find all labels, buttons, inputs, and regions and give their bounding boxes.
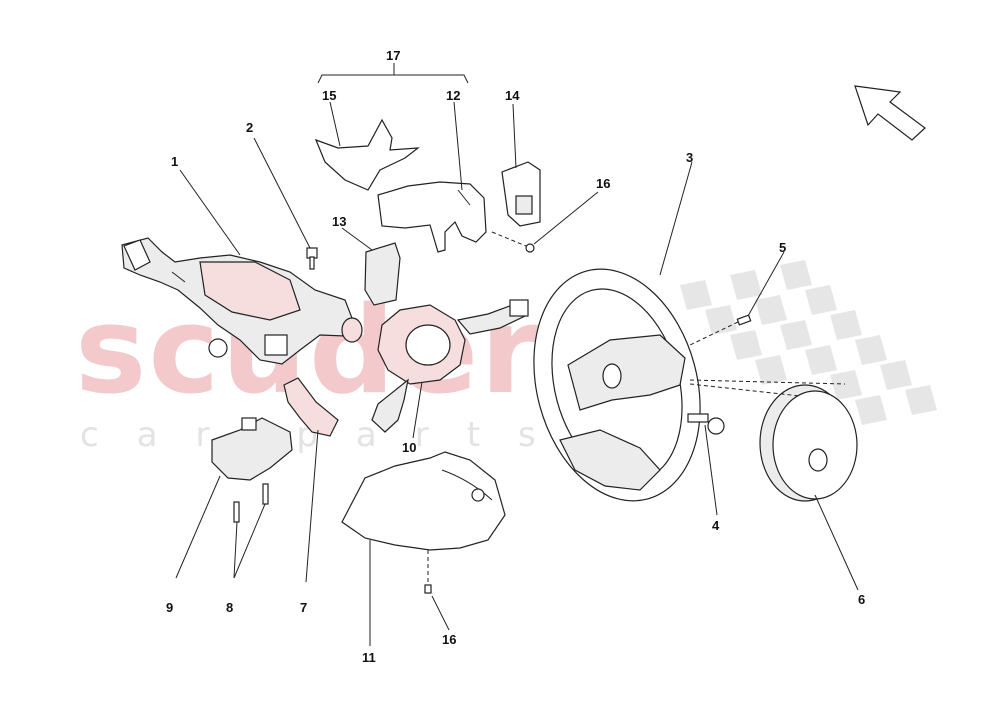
part-screw-16-upper: [525, 243, 535, 253]
part-bracket-7: [283, 377, 339, 437]
callout-1: 1: [171, 154, 178, 169]
callout-6: 6: [858, 592, 865, 607]
part-bolt-4: [687, 413, 725, 435]
callout-7: 7: [300, 600, 307, 615]
part-switch-assembly-10: [371, 299, 529, 433]
callout-8: 8: [226, 600, 233, 615]
part-column-cover-12: [377, 181, 487, 253]
part-trim-15: [314, 118, 420, 191]
part-airbag-6: [759, 384, 858, 502]
callout-14: 14: [505, 88, 520, 103]
assembly-lines: [491, 231, 846, 397]
callout-labels: 1 2 3 4 5 6 7 8 9 10 11 12 13 14 15 16 1…: [166, 48, 865, 665]
callout-16-lower: 16: [442, 632, 456, 647]
part-steering-wheel-3: [533, 268, 701, 502]
callout-9: 9: [166, 600, 173, 615]
part-bolt-2: [306, 247, 318, 270]
part-lower-cover-11: [341, 451, 506, 551]
part-screw-5: [736, 314, 752, 326]
callout-4: 4: [712, 518, 720, 533]
callout-15: 15: [322, 88, 336, 103]
part-cover-14: [501, 161, 541, 227]
part-trim-13: [364, 242, 401, 306]
arrow-up-left-icon: [854, 85, 926, 141]
callout-13: 13: [332, 214, 346, 229]
callout-12: 12: [446, 88, 460, 103]
part-screws-8: [233, 483, 269, 523]
checkered-flag-watermark: [680, 260, 937, 425]
callout-17: 17: [386, 48, 400, 63]
callout-11: 11: [362, 650, 376, 665]
leader-lines: [175, 63, 859, 646]
part-steering-column: [121, 237, 363, 365]
callout-10: 10: [402, 440, 416, 455]
part-ignition-lock-9: [211, 417, 293, 481]
part-screw-16-lower: [424, 550, 432, 594]
callout-5: 5: [779, 240, 786, 255]
callout-16-upper: 16: [596, 176, 610, 191]
callout-3: 3: [686, 150, 693, 165]
callout-2: 2: [246, 120, 253, 135]
